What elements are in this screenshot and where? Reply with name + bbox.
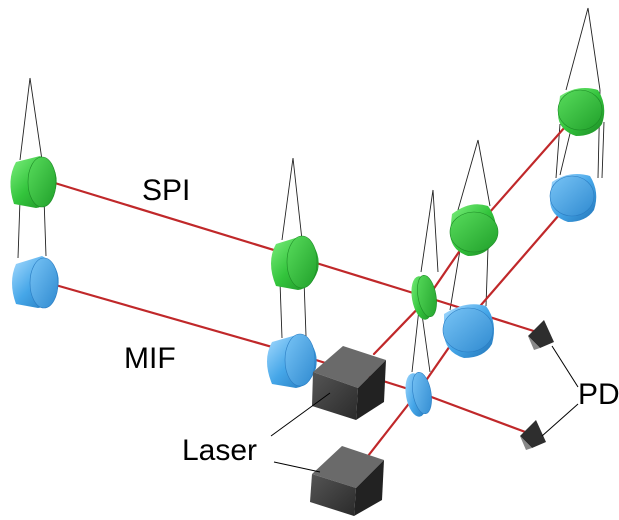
pd-leader-upper (551, 345, 579, 388)
laser-source-upper (312, 346, 386, 420)
label-pd: PD (578, 378, 619, 411)
suspended-green-mirror-far (557, 88, 605, 136)
suspended-green-mirror-middle (271, 235, 319, 290)
beam-mif-vertical-arm (366, 198, 574, 458)
suspended-blue-mirror-left (12, 256, 59, 309)
suspended-blue-mirror-right (442, 304, 494, 358)
laser-source-lower (310, 446, 384, 516)
suspension-wires (17, 7, 605, 373)
laser-leader-lower (273, 461, 321, 473)
photodiode-lower (520, 420, 546, 450)
pd-leader-lower (541, 403, 579, 437)
suspended-green-mirror-left (10, 156, 57, 208)
suspended-blue-mirror-far (549, 174, 597, 222)
laser-leader-upper (270, 392, 331, 437)
label-spi: SPI (142, 174, 190, 207)
photodiode-upper (528, 320, 554, 350)
suspended-green-mirror-right (449, 204, 499, 256)
beam-spi-vertical-arm (372, 108, 582, 356)
leader-lines (270, 345, 579, 473)
beamsplitter-blue (405, 371, 432, 417)
suspended-blue-mirror-middle (267, 333, 317, 388)
label-mif: MIF (124, 342, 176, 375)
beamsplitter-green (411, 274, 437, 320)
label-laser: Laser (182, 434, 257, 467)
